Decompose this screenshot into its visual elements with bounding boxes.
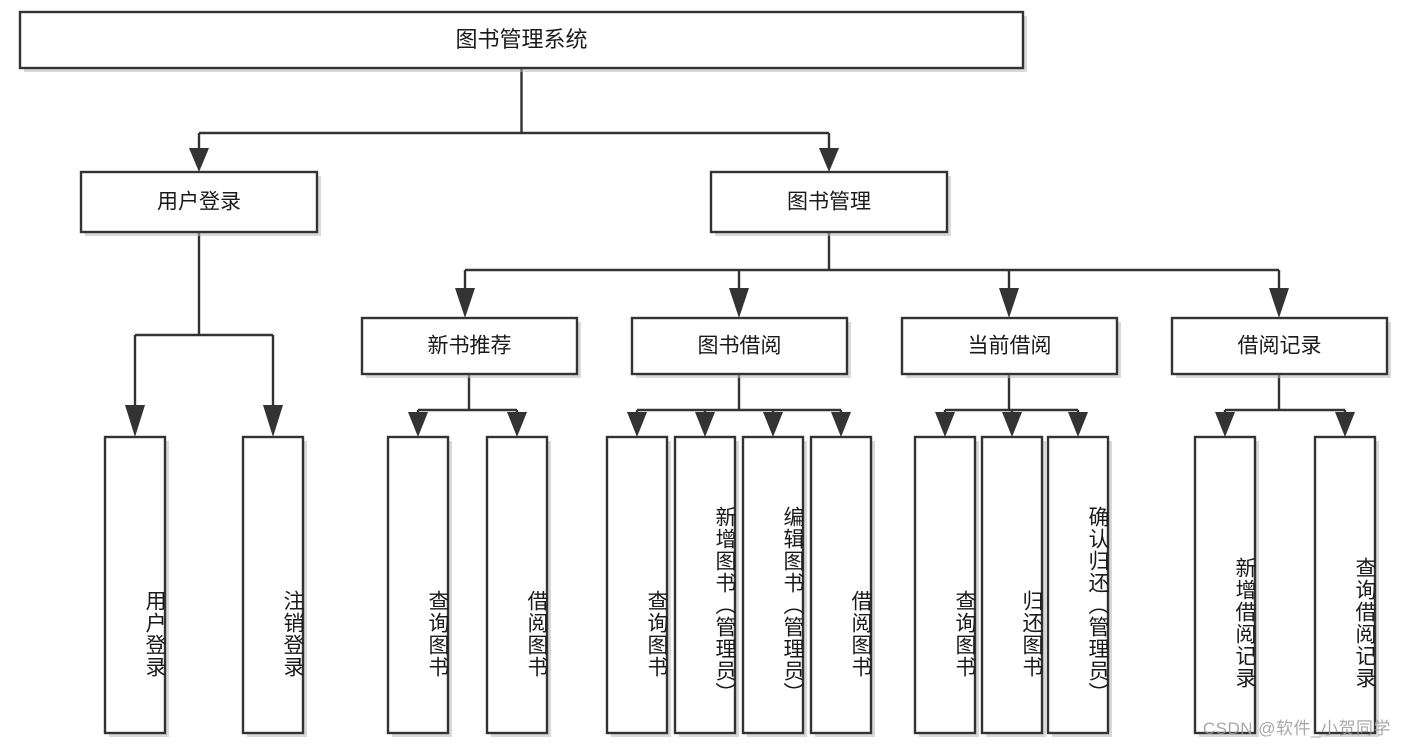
node-leaf-return-book[interactable]: [980, 435, 1046, 737]
node-leaf-query-record[interactable]: [1313, 435, 1379, 737]
node-leaf-query-book-2[interactable]: [605, 435, 671, 737]
node-leaf-add-book[interactable]: [673, 435, 739, 737]
connector-group-borrow-record: [1215, 374, 1355, 437]
node-root-label: 图书管理系统: [455, 27, 587, 52]
connector-group-current-borrow: [935, 374, 1088, 437]
node-borrow-record-label: 借阅记录: [1238, 335, 1322, 358]
node-user-login-label: 用户登录: [157, 191, 241, 214]
connector-group-book-borrow: [627, 374, 851, 437]
connector-group-book-manage: [455, 232, 1289, 318]
node-leaf-query-book-1[interactable]: [386, 435, 452, 737]
watermark-text: CSDN @软件_小贺同学: [1202, 719, 1391, 738]
connector-group-user-login: [125, 232, 283, 437]
node-book-borrow-label: 图书借阅: [698, 335, 782, 358]
node-leaf-edit-book[interactable]: [741, 435, 807, 737]
node-current-borrow-label: 当前借阅: [968, 335, 1052, 358]
leaf-box-group: [103, 435, 1379, 737]
node-current-borrow[interactable]: 当前借阅: [900, 316, 1121, 378]
node-leaf-borrow-book-1[interactable]: [485, 435, 551, 737]
node-root[interactable]: 图书管理系统: [18, 10, 1027, 72]
connector-group-root: [189, 68, 839, 172]
connector-group-new-book-rec: [408, 374, 527, 437]
node-book-borrow[interactable]: 图书借阅: [630, 316, 851, 378]
node-book-manage[interactable]: 图书管理: [709, 170, 951, 236]
node-book-manage-label: 图书管理: [787, 191, 871, 214]
node-user-login[interactable]: 用户登录: [79, 170, 321, 236]
node-borrow-record[interactable]: 借阅记录: [1170, 316, 1391, 378]
node-leaf-logout[interactable]: [241, 435, 307, 737]
node-leaf-user-login[interactable]: [103, 435, 169, 737]
node-leaf-confirm-return[interactable]: [1046, 435, 1112, 737]
node-new-book-rec-label: 新书推荐: [428, 335, 512, 358]
node-leaf-add-record[interactable]: [1193, 435, 1259, 737]
node-leaf-query-book-3[interactable]: [913, 435, 979, 737]
node-leaf-borrow-book-2[interactable]: [809, 435, 875, 737]
node-new-book-rec[interactable]: 新书推荐: [360, 316, 581, 378]
